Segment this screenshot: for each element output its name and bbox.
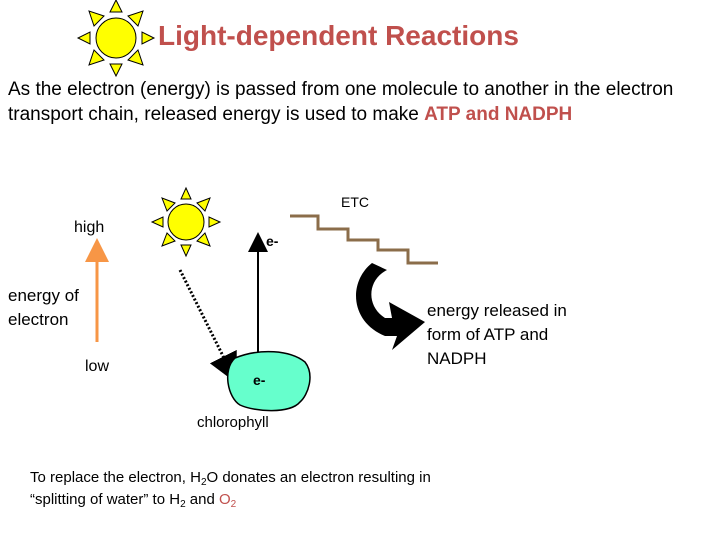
electron-bottom-label: e- bbox=[253, 372, 266, 388]
sun-icon bbox=[150, 186, 222, 258]
footer-sub1: 2 bbox=[200, 477, 207, 488]
sun-icon bbox=[76, 0, 156, 78]
chlorophyll-shape bbox=[226, 350, 311, 412]
footer-o2: O bbox=[219, 491, 231, 508]
chlorophyll-label: chlorophyll bbox=[197, 414, 269, 431]
footer-sub3: 2 bbox=[230, 499, 237, 510]
footer-sub2: 2 bbox=[180, 499, 186, 510]
footer-text: To replace the electron, H2O donates an … bbox=[30, 467, 490, 511]
intro-text: As the electron (energy) is passed from … bbox=[8, 79, 674, 125]
intro-paragraph: As the electron (energy) is passed from … bbox=[8, 77, 713, 127]
etc-steps bbox=[290, 214, 438, 265]
electron-top-label: e- bbox=[266, 233, 279, 249]
light-arrow bbox=[178, 269, 237, 384]
footer-part3: and bbox=[185, 491, 219, 508]
high-label: high bbox=[74, 219, 105, 236]
intro-highlight: ATP and NADPH bbox=[424, 104, 573, 125]
energy-release-arrow bbox=[356, 263, 425, 350]
etc-label: ETC bbox=[341, 194, 369, 210]
energy-axis-label: energy of electron bbox=[8, 286, 79, 329]
page-title: Light-dependent Reactions bbox=[158, 20, 519, 51]
footer-part1: To replace the electron, H bbox=[30, 469, 201, 486]
energy-released-label: energy released in form of ATP and NADPH bbox=[427, 301, 567, 368]
low-label: low bbox=[85, 358, 110, 375]
footer-part2: O donates an electron resulting in “spli… bbox=[30, 469, 431, 508]
